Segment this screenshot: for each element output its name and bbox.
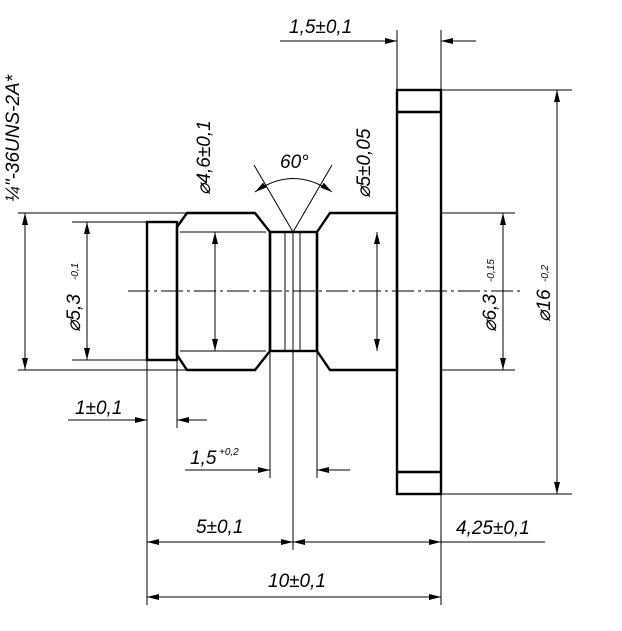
thread-lines [180, 231, 318, 352]
flange [395, 88, 443, 496]
groove-position-label: 5±0,1 [196, 517, 243, 538]
groove-tolerance-label: +0,2 [219, 447, 239, 458]
flange-offset-label: 4,25±0,1 [456, 518, 530, 539]
dimension-labels: 1,5±0,1 ¼"-36UNS-2A* ⌀5,3 -0,1 ⌀4,6±0,1 … [3, 17, 555, 592]
thread-diameter-label: ⌀4,6±0,1 [194, 120, 215, 195]
shoulder-section [315, 211, 399, 372]
thread-spec-label: ¼"-36UNS-2A* [3, 74, 24, 202]
pilot-tolerance-label: -0,1 [70, 263, 81, 280]
dimension-lines [22, 38, 560, 600]
flange-thickness-label: 1,5±0,1 [289, 17, 352, 38]
groove-width-label: 1,5 [190, 448, 217, 469]
flange-tolerance-label: -0,2 [540, 264, 551, 282]
neck-diameter-label: ⌀5±0,05 [354, 128, 375, 198]
thread-section [175, 211, 272, 372]
pilot-length-label: 1±0,1 [75, 398, 122, 419]
total-length-label: 10±0,1 [268, 571, 326, 592]
part-outline [145, 88, 443, 496]
groove-angle-label: 60° [280, 152, 309, 173]
flange-diameter-label: ⌀16 [534, 289, 555, 322]
pilot-diameter-label: ⌀5,3 [64, 294, 85, 332]
shoulder-tolerance-label: -0,15 [486, 259, 497, 282]
shoulder-diameter-label: ⌀6,3 [480, 294, 501, 332]
